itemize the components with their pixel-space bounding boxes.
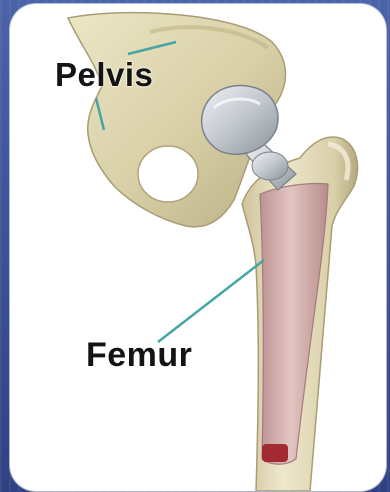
femur-label: Femur <box>86 336 192 375</box>
illustration-panel: Pelvis Femur <box>10 4 386 491</box>
femur-leader-line <box>158 260 264 342</box>
pelvis-label: Pelvis <box>55 56 153 94</box>
stem-tip <box>262 444 288 462</box>
